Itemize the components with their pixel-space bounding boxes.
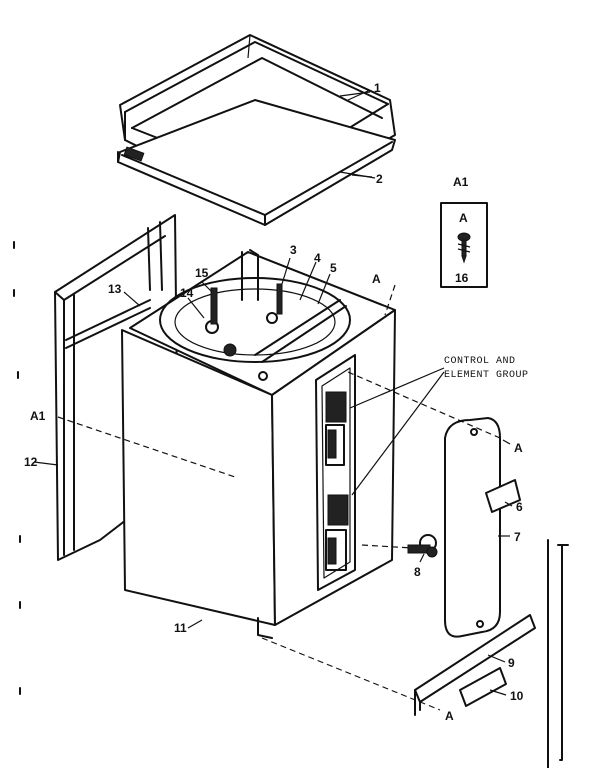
screw-icon (457, 232, 471, 264)
drain-valve (407, 534, 438, 558)
insulation-pad (117, 99, 396, 226)
label-part-5: 5 (330, 261, 337, 275)
label-part-2: 2 (376, 172, 383, 186)
label-part-11: 11 (174, 621, 187, 635)
label-part-13: 13 (108, 282, 122, 296)
label-part-8: 8 (414, 565, 421, 579)
label-a1-left: A1 (30, 409, 46, 423)
label-control-line1: CONTROL AND (444, 356, 516, 367)
label-part-9: 9 (508, 656, 515, 670)
label-part-12: 12 (24, 455, 38, 469)
label-a1-header: A1 (453, 175, 469, 189)
label-part-1: 1 (374, 81, 381, 95)
access-panel (444, 417, 501, 638)
label-a-top: A (372, 272, 381, 286)
label-part-4: 4 (314, 251, 321, 265)
label-part-7: 7 (514, 530, 521, 544)
label-a-bottom: A (445, 709, 454, 723)
label-part-10: 10 (510, 689, 524, 703)
label-plate (485, 479, 521, 513)
label-a-panel: A (514, 441, 523, 455)
label-part-3: 3 (290, 243, 297, 257)
label-part-16: 16 (455, 271, 469, 285)
part-labels: 1 2 3 4 5 6 7 8 9 10 11 12 13 14 15 16 A… (24, 81, 529, 723)
label-a1-box-letter: A (459, 211, 468, 225)
assembly-lines (57, 284, 501, 711)
leader-lines (33, 89, 513, 696)
label-part-14: 14 (180, 286, 194, 300)
screw-detail-inset (440, 202, 488, 288)
label-part-15: 15 (195, 266, 209, 280)
sheet-marks (13, 241, 569, 768)
label-part-6: 6 (516, 500, 523, 514)
kick-plate (414, 614, 536, 716)
cabinet-body (121, 249, 396, 639)
label-control-line2: ELEMENT GROUP (444, 370, 529, 381)
